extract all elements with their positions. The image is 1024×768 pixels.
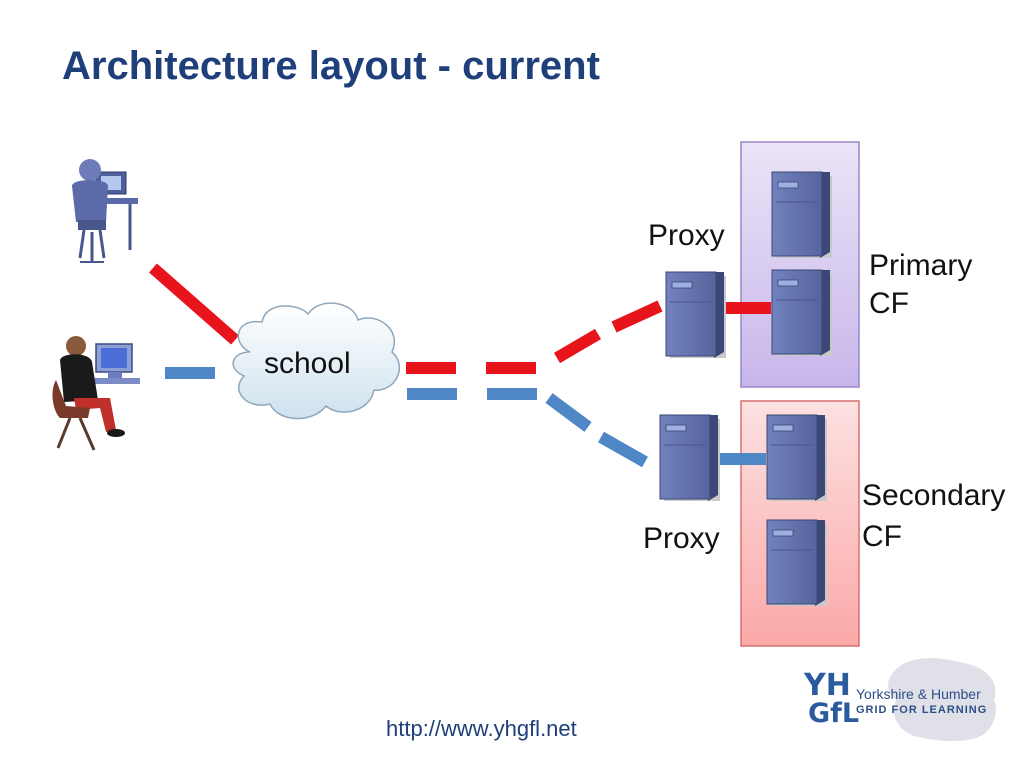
footer-url-link[interactable]: http://www.yhgfl.net (386, 716, 577, 741)
secondary-cf-server-2 (766, 519, 828, 607)
proxy-primary-server (665, 271, 727, 359)
secondary-cf-server-1 (766, 414, 828, 502)
yorkshire-map-logo-shape (888, 658, 996, 742)
slide-title: Architecture layout - current (62, 44, 600, 88)
school-cloud (232, 302, 401, 420)
proxy-bottom-label: Proxy (643, 522, 720, 555)
proxy-top-label: Proxy (648, 219, 725, 252)
primary-cf-server-2 (771, 269, 833, 357)
primary-cf-label-line1: Primary (869, 249, 973, 282)
logo-text-line1: Yorkshire & Humber (856, 686, 981, 702)
primary-path (149, 263, 771, 374)
primary-cf-label-line2: CF (869, 287, 909, 320)
secondary-path (165, 367, 766, 468)
logo-mark-gfl: GfL (808, 698, 860, 729)
proxy-secondary-server (659, 414, 721, 502)
logo-text-line2: GRID FOR LEARNING (856, 704, 988, 716)
school-user-icon (52, 336, 140, 451)
remote-user-icon (72, 159, 138, 263)
primary-cf-server-1 (771, 171, 833, 259)
cloud-label: school (264, 347, 351, 380)
secondary-cf-label-line2: CF (862, 520, 902, 553)
logo-mark-yh: YH (804, 668, 851, 703)
secondary-cf-label-line1: Secondary (862, 479, 1006, 512)
